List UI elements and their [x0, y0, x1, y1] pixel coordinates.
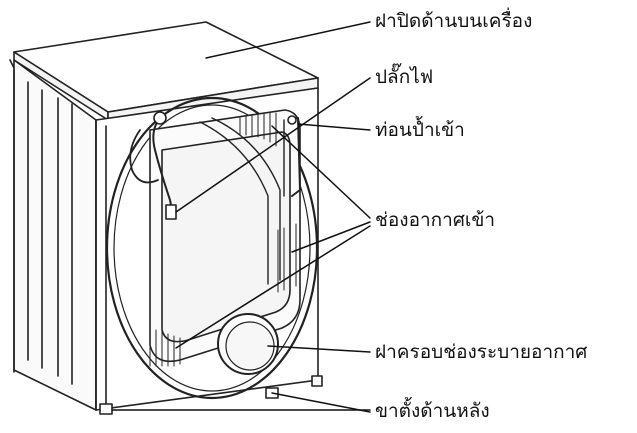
side-panel [9, 59, 97, 411]
rear-oval-frame [105, 96, 319, 400]
power-cord [129, 111, 177, 220]
label-top-cover: ฝาปิดด้านบนเครื่อง [375, 10, 533, 32]
label-water-inlet: ท่อนป้ำเข้า [375, 119, 465, 141]
top-vent-grille [239, 112, 277, 147]
plug-icon [165, 204, 177, 220]
bottom-vent-grille [149, 329, 181, 367]
leader-lines [111, 21, 371, 413]
water-inlet-pipe [283, 115, 301, 197]
vent-cover [217, 313, 279, 375]
label-power-plug: ปลั๊กไฟ [375, 66, 434, 88]
rear-oval-inner [113, 104, 311, 392]
label-rear-legs: ขาตั้งด้านหลัง [375, 400, 490, 422]
label-air-vents: ช่องอากาศเข้า [375, 209, 496, 231]
label-vent-cover: ฝาครอบช่องระบายอากาศ [375, 341, 588, 363]
side-vent-grille [277, 223, 297, 293]
air-duct-panel [149, 109, 301, 367]
